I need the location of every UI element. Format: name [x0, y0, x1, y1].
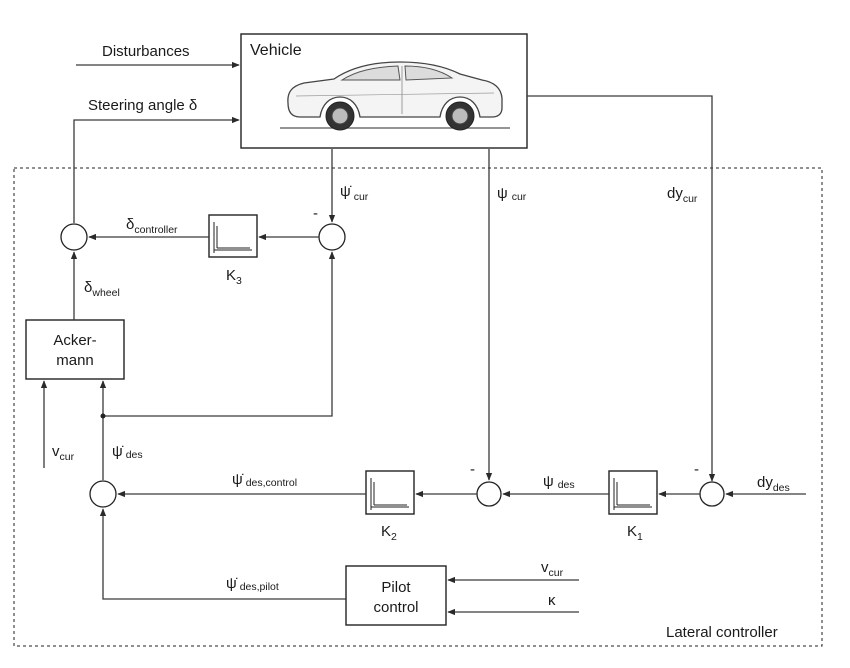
psi-dot-des-to-yaw-sum-arrow	[103, 251, 336, 417]
ackermann-label-line1: Acker-	[53, 332, 96, 349]
psi-dot-des-control-label: ψ̇des,control	[232, 471, 297, 489]
k3-label: K3	[226, 267, 242, 287]
k3-gain-icon	[213, 222, 252, 253]
v-cur-ackermann-label: vcur	[52, 443, 75, 463]
k1-gain-icon	[613, 478, 652, 510]
pilot-control-label-line2: control	[373, 599, 418, 616]
k2-label: K2	[381, 523, 397, 543]
psi-dot-des-label: ψ̇des	[112, 443, 143, 461]
ackermann-block	[25, 319, 125, 380]
summing-junction-lateral-offset	[699, 481, 725, 507]
k3-gain-block	[208, 214, 258, 258]
steering-angle-label: Steering angle δ	[88, 97, 197, 114]
summing-junction-yaw-rate-des	[89, 480, 117, 508]
disturbances-label: Disturbances	[102, 43, 190, 60]
minus-sign-k3-sum: -	[313, 205, 318, 222]
psi-dot-des-pilot-arrow	[99, 508, 346, 600]
psi-dot-des-pilot-label: ψ̇des,pilot	[226, 575, 279, 593]
ackermann-label-line2: mann	[56, 352, 94, 369]
branch-point	[100, 413, 106, 419]
pilot-control-label-line1: Pilot	[381, 579, 411, 596]
dy-des-label: dydes	[757, 474, 790, 494]
summing-junction-steering	[60, 223, 88, 251]
k2-gain-icon	[370, 478, 409, 510]
kappa-label: κ	[548, 592, 556, 609]
dy-cur-arrow	[527, 95, 716, 482]
steering-angle-arrow	[73, 116, 240, 223]
v-cur-pilot-label: vcur	[541, 559, 564, 579]
k1-gain-block	[608, 470, 658, 515]
delta-wheel-label: δwheel	[84, 279, 120, 299]
summing-junction-yaw-rate	[318, 223, 346, 251]
minus-sign-k1-sum: -	[694, 461, 699, 478]
vehicle-label: Vehicle	[250, 42, 302, 59]
pilot-control-block	[345, 565, 447, 626]
minus-sign-k2-sum: -	[470, 461, 475, 478]
car-icon	[280, 61, 510, 131]
k1-label: K1	[627, 523, 643, 543]
delta-controller-label: δcontroller	[126, 216, 178, 236]
lateral-controller-label: Lateral controller	[666, 624, 778, 641]
lateral-controller-boundary	[13, 167, 823, 647]
psi-dot-cur-label: ψ̇cur	[340, 183, 369, 203]
summing-junction-heading	[476, 481, 502, 507]
dy-cur-label: dycur	[667, 185, 698, 205]
k2-gain-block	[365, 470, 415, 515]
